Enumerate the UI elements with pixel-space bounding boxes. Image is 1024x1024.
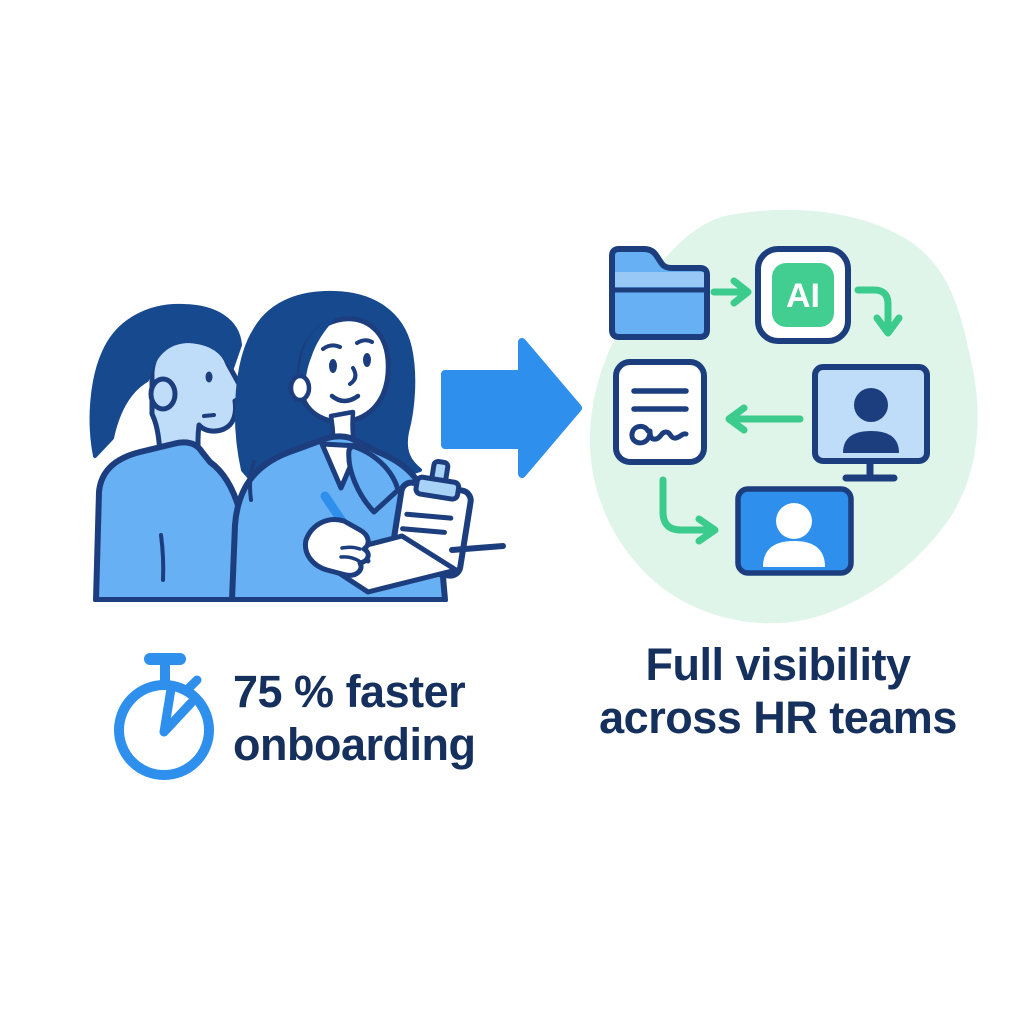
document-lines: [631, 388, 689, 412]
right-caption-line2: across HR teams: [599, 692, 957, 743]
man-figure: [89, 303, 256, 602]
left-caption: 75 % faster onboarding: [233, 665, 476, 771]
woman-ear: [288, 373, 312, 403]
man-mouth: [202, 413, 216, 418]
left-caption-line1: 75 % faster: [233, 666, 466, 717]
stopwatch-body: [114, 680, 214, 780]
folder-icon: [609, 246, 710, 340]
man-eye: [205, 371, 213, 383]
man-hair: [89, 303, 242, 458]
man-shirt: [93, 439, 256, 602]
monitor-user-icon: [812, 364, 930, 482]
stopwatch-hands: [159, 684, 196, 737]
woman-shirt-crease: [248, 460, 256, 502]
stopwatch-icon: [114, 653, 214, 780]
woman-smile: [329, 393, 361, 404]
woman-brow-right: [355, 338, 374, 345]
desk-line: [449, 543, 506, 553]
people-illustration: [89, 290, 506, 602]
man-shirt-crease: [159, 533, 166, 582]
flow-arrow-folder-to-ai: [710, 277, 752, 307]
video-card-user-icon: [735, 486, 854, 576]
woman-eye-right: [363, 353, 371, 367]
ai-label: AI: [786, 277, 820, 315]
woman-brow-left: [321, 343, 342, 351]
video-avatar-head: [776, 503, 812, 539]
workflow-diagram: AI: [589, 209, 978, 624]
monitor-avatar-head: [854, 388, 888, 422]
woman-eye-left: [329, 359, 337, 373]
flow-arrow-ai-to-monitor: [854, 286, 903, 337]
man-ear: [148, 376, 178, 412]
left-caption-line2: onboarding: [233, 719, 476, 770]
monitor-avatar-body: [843, 431, 899, 453]
arrow-shape: [441, 338, 582, 478]
document-sheet: [613, 359, 707, 465]
big-right-arrow-icon: [441, 338, 582, 478]
right-caption-line1: Full visibility: [645, 639, 911, 690]
woman-sleeve: [346, 443, 401, 515]
flow-arrow-document-to-video: [659, 476, 719, 545]
clipboard-lines: [400, 511, 454, 535]
clipboard-clip: [413, 474, 462, 502]
ai-badge-icon: AI: [755, 246, 851, 344]
hand-finger-lines: [339, 545, 362, 563]
video-avatar-body: [763, 541, 825, 567]
right-caption: Full visibility across HR teams: [558, 638, 998, 744]
woman-nose: [348, 366, 358, 386]
flow-arrow-monitor-to-document: [725, 404, 804, 434]
document-signature: [629, 424, 689, 446]
ai-green-square: [772, 263, 834, 327]
signed-document-icon: [613, 359, 707, 465]
woman-hand: [302, 517, 371, 578]
folder-top-strip: [615, 272, 704, 287]
